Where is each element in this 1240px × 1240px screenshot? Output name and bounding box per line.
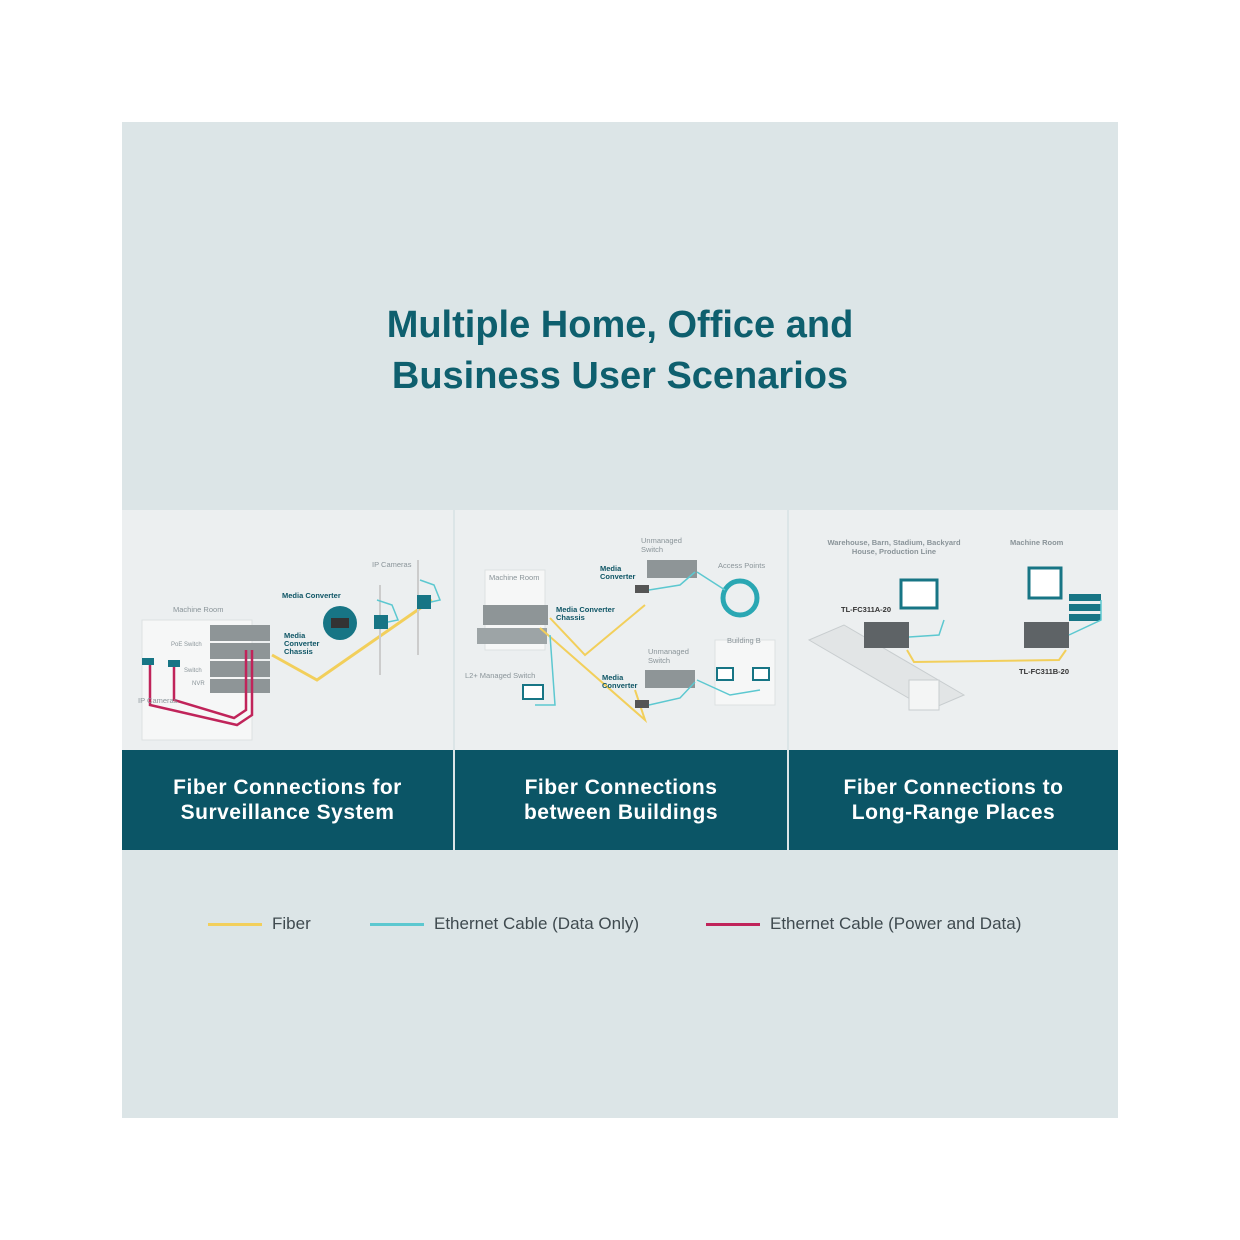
- buildings-diagram: [477, 560, 776, 724]
- label-places: Warehouse, Barn, Stadium, Backyard House…: [827, 538, 961, 556]
- fiber-line-swatch: [208, 922, 262, 926]
- label-unmanaged-switch-top: Unmanaged Switch: [641, 536, 682, 554]
- label-machine-room: Machine Room: [173, 605, 224, 614]
- legend-label: Ethernet Cable (Power and Data): [770, 914, 1022, 933]
- panel-buildings: Unmanaged Switch Media Converter Access …: [455, 510, 787, 850]
- caption-line-2: Surveillance System: [180, 801, 395, 824]
- label-nvr: NVR: [192, 681, 205, 687]
- label-model-b: TL-FC311B-20: [1019, 667, 1070, 676]
- legend: Fiber Ethernet Cable (Data Only) Etherne…: [122, 914, 1118, 938]
- label-machine-room: Machine Room: [489, 573, 540, 582]
- label-ip-cameras: IP Cameras: [372, 560, 412, 569]
- label-access-points: Access Points: [718, 561, 766, 570]
- label-building-b: Building B: [727, 636, 761, 645]
- ethernet-data-line-swatch: [370, 922, 424, 926]
- long-range-diagram: [807, 566, 1102, 711]
- legend-item-ethernet-poe: Ethernet Cable (Power and Data): [706, 914, 1021, 934]
- scenario-card: Multiple Home, Office and Business User …: [122, 122, 1118, 1118]
- legend-item-ethernet-data: Ethernet Cable (Data Only): [370, 914, 639, 934]
- label-ip-cameras-left: IP Cameras: [138, 696, 178, 705]
- caption-line-1: Fiber Connections for: [173, 776, 402, 799]
- label-l2-managed-switch: L2+ Managed Switch: [465, 671, 536, 680]
- label-machine-room: Machine Room: [1010, 538, 1064, 547]
- label-switch: Switch: [184, 668, 202, 674]
- page-title: Multiple Home, Office and Business User …: [122, 300, 1118, 402]
- label-chassis: Media Converter Chassis: [556, 605, 615, 622]
- legend-item-fiber: Fiber: [208, 914, 311, 934]
- label-chassis: Media Converter Chassis: [284, 631, 320, 656]
- caption-line-1: Fiber Connections: [524, 776, 718, 799]
- title-line-1: Multiple Home, Office and: [386, 304, 854, 346]
- legend-label: Ethernet Cable (Data Only): [434, 914, 640, 933]
- label-media-converter-top: Media Converter: [600, 564, 636, 581]
- caption-line-2: Long-Range Places: [851, 801, 1056, 824]
- surveillance-diagram: [141, 560, 442, 741]
- caption-line-2: between Buildings: [523, 801, 718, 824]
- label-unmanaged-switch-bottom: Unmanaged Switch: [648, 647, 689, 665]
- ethernet-poe-line-swatch: [706, 922, 760, 926]
- legend-label: Fiber: [272, 914, 311, 933]
- label-media-converter-bottom: Media Converter: [602, 673, 638, 690]
- panel-long-range: Warehouse, Barn, Stadium, Backyard House…: [789, 510, 1118, 850]
- panel-surveillance: IP Cameras Media Converter Machine Room …: [122, 510, 453, 850]
- label-poe-switch: PoE Switch: [171, 642, 202, 648]
- title-line-2: Business User Scenarios: [391, 355, 849, 397]
- caption-line-1: Fiber Connections to: [843, 776, 1064, 799]
- label-model-a: TL-FC311A-20: [841, 605, 892, 614]
- label-media-converter: Media Converter: [282, 591, 341, 600]
